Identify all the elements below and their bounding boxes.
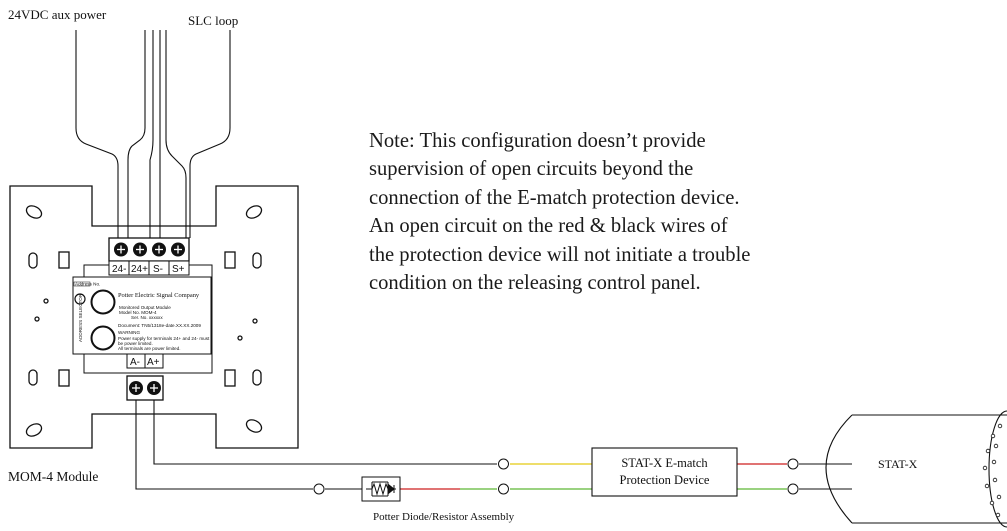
connector-icon — [787, 458, 799, 470]
protection-device-line2: Protection Device — [620, 473, 710, 487]
slot-icon — [252, 252, 262, 269]
label-address: Address No. — [75, 282, 100, 287]
label-warn2: be power limited. — [118, 341, 153, 346]
slot-icon — [28, 369, 38, 386]
connection-points — [313, 458, 799, 495]
protection-device: STAT-X E-match Protection Device — [591, 447, 738, 497]
note-line: An open circuit on the red & black wires… — [369, 215, 728, 238]
bottom-terminal-block: A- A+ — [126, 353, 164, 401]
terminal-a-plus: A+ — [147, 357, 160, 368]
slot-icon — [252, 369, 262, 386]
diode-assembly-label: Potter Diode/Resistor Assembly — [373, 511, 515, 523]
module-name-label: MOM-4 Module — [8, 469, 98, 484]
label-warning: WARNING — [118, 330, 140, 335]
terminal-s-minus: S- — [153, 264, 163, 275]
connector-icon — [498, 458, 509, 470]
note-line: connection of the E-match protection dev… — [369, 186, 740, 209]
terminal-24-plus: 24+ — [131, 264, 148, 275]
mount-hole-icon — [245, 419, 263, 433]
label-line1: Monitored Output Module — [119, 305, 171, 310]
address-dial-icon — [90, 289, 116, 315]
label-company: Potter Electric Signal Company — [118, 292, 200, 299]
note-line: Note: This configuration doesn’t provide — [369, 130, 706, 152]
slot-icon — [224, 369, 236, 387]
connector-icon — [498, 483, 509, 495]
mount-hole-icon — [245, 205, 263, 219]
slot-icon — [224, 251, 236, 269]
statx-unit — [825, 410, 1007, 528]
label-line2: Model No. MOM-4 — [119, 310, 157, 315]
connector-icon — [313, 483, 325, 495]
aux-power-label: 24VDC aux power — [8, 7, 107, 22]
slot-icon — [28, 252, 38, 269]
note-line: supervision of open circuits beyond the — [369, 158, 694, 181]
terminal-24-minus: 24- — [112, 264, 126, 275]
mount-hole-icon — [25, 423, 43, 437]
protection-device-line1: STAT-X E-match — [621, 456, 708, 470]
slot-icon — [58, 251, 70, 269]
slc-loop-label: SLC loop — [188, 13, 238, 28]
terminal-a-minus: A- — [130, 357, 140, 368]
label-warn3: All terminals are power limited. — [118, 346, 181, 351]
mount-hole-icon — [25, 205, 43, 219]
label-warn1: Power supply for terminals 24+ and 24- m… — [118, 336, 210, 341]
configuration-note: Note: This configuration doesn’t provide… — [369, 127, 889, 297]
output-wiring — [135, 400, 852, 490]
diode-resistor-assembly — [361, 476, 401, 502]
slot-icon — [58, 369, 70, 387]
note-line: the protection device will not initiate … — [369, 243, 751, 266]
label-document: Document: TN5/1318e-date.XX.XX.2009 — [118, 323, 201, 328]
terminal-s-plus: S+ — [172, 264, 185, 275]
label-side: ADDRESS SELECTOR — [78, 293, 83, 342]
address-dial-icon — [90, 325, 116, 351]
incoming-wires — [75, 30, 231, 238]
module-label-plate: Address No. ADDRESS SELECTOR Potter Elec… — [72, 276, 212, 355]
statx-label: STAT-X — [878, 457, 918, 471]
top-terminal-block: 24- 24+ S- S+ — [108, 237, 190, 276]
label-line3: Ser. No. xxxxxx — [131, 315, 163, 320]
connector-icon — [787, 483, 799, 495]
note-line: condition on the releasing control panel… — [369, 272, 701, 295]
